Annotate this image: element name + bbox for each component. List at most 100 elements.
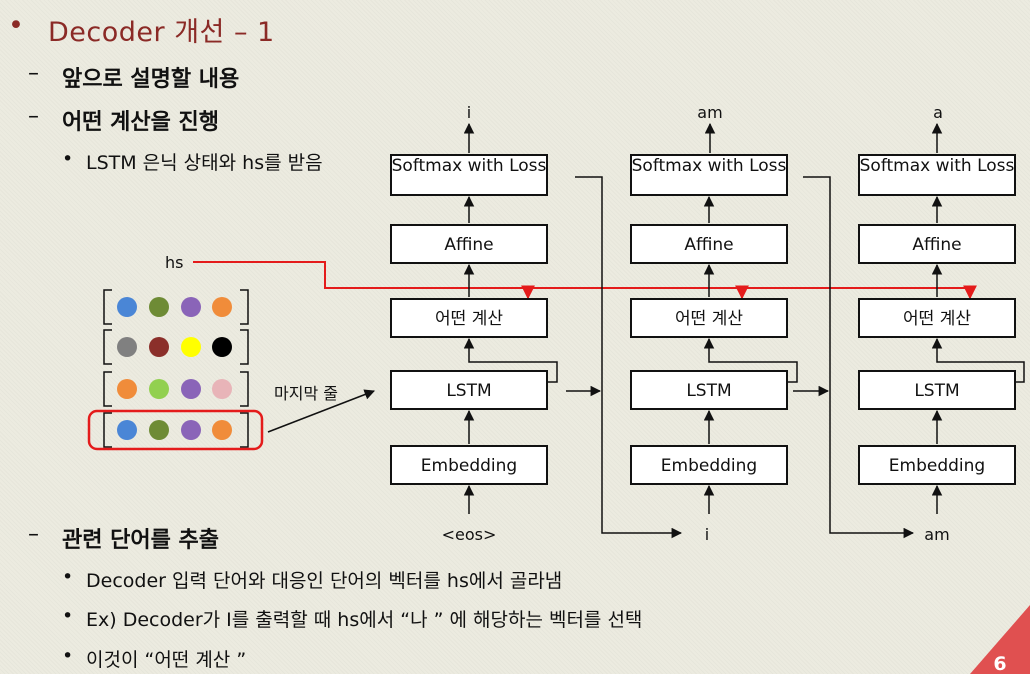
dash-marker: –: [28, 104, 39, 129]
matrix-dot: [149, 379, 169, 399]
bullet-2-sub-text: LSTM 은닉 상태와 hs를 받음: [86, 152, 323, 174]
feedback-2-arrow: [803, 176, 915, 539]
hs-line: [193, 261, 972, 289]
matrix-dot: [212, 420, 232, 440]
embedding-label: Embedding: [661, 456, 757, 476]
matrix-dot: [212, 297, 232, 317]
matrix-dot: [149, 297, 169, 317]
feedback-1-arrow: [575, 176, 683, 539]
hs-label: hs: [165, 253, 183, 272]
lstm-label: LSTM: [446, 381, 491, 401]
input-word-1: <eos>: [442, 525, 497, 544]
output-word-1: i: [467, 103, 471, 122]
dot-marker: •: [62, 605, 74, 627]
matrix-bracket-left: [103, 371, 112, 407]
matrix-dot: [117, 379, 137, 399]
hs-matrix: [103, 289, 249, 448]
matrix-dot: [117, 420, 137, 440]
matrix-dot: [181, 337, 201, 357]
page-corner: [970, 605, 1030, 674]
bullet-2-sub: • LSTM 은닉 상태와 hs를 받음: [62, 148, 323, 175]
lstm-to-calc-arrow: [703, 337, 798, 383]
softmax-box: [858, 154, 1016, 196]
embedding-box: [630, 445, 788, 485]
lstm-label: LSTM: [914, 381, 959, 401]
affine-label: Affine: [912, 235, 961, 255]
dash-marker: –: [28, 522, 39, 547]
bullet-3-sub-2: • Ex) Decoder가 I를 출력할 때 hs에서 “나 ” 에 해당하는…: [62, 605, 643, 632]
dash-marker: –: [28, 61, 39, 86]
affine-box: [630, 224, 788, 264]
calc-box: [630, 298, 788, 338]
column-3: a Softmax with Loss Affine 어떤 계산 LSTM Em…: [858, 103, 1025, 544]
calc-label: 어떤 계산: [675, 309, 743, 329]
bullet-3: – 관련 단어를 추출: [28, 522, 219, 554]
matrix-bracket-left: [103, 329, 112, 365]
affine-label: Affine: [444, 235, 493, 255]
last-row-label: 마지막 줄: [274, 384, 338, 403]
input-word-2: i: [705, 525, 709, 544]
matrix-bracket-left: [103, 412, 112, 448]
softmax-label: Softmax with Loss: [392, 156, 547, 176]
input-word-3: am: [924, 525, 949, 544]
matrix-dot: [149, 337, 169, 357]
softmax-label: Softmax with Loss: [632, 156, 787, 176]
output-word-3: a: [933, 103, 943, 122]
embedding-label: Embedding: [889, 456, 985, 476]
column-2: am Softmax with Loss Affine 어떤 계산 LSTM E…: [630, 103, 798, 544]
bullet-1-text: 앞으로 설명할 내용: [62, 67, 240, 92]
softmax-label: Softmax with Loss: [860, 156, 1015, 176]
affine-box: [390, 224, 548, 264]
dot-marker: •: [62, 148, 74, 170]
bullet-3-text: 관련 단어를 추출: [62, 528, 219, 553]
lstm-box: [630, 370, 788, 410]
matrix-bracket-right: [240, 412, 249, 448]
bullet-2: – 어떤 계산을 진행: [28, 104, 219, 136]
bullet-3-sub-1-text: Decoder 입력 단어와 대응인 단어의 벡터를 hs에서 골라냄: [86, 570, 563, 592]
last-row-arrow: [267, 389, 375, 433]
lstm-box: [390, 370, 548, 410]
matrix-dot: [181, 379, 201, 399]
softmax-box: [630, 154, 788, 196]
embedding-box: [390, 445, 548, 485]
bullet-2-text: 어떤 계산을 진행: [62, 110, 219, 135]
output-word-2: am: [697, 103, 722, 122]
column-1: i Softmax with Loss Affine 어떤 계산 LSTM Em…: [390, 103, 558, 544]
matrix-bracket-right: [240, 289, 249, 325]
calc-box: [390, 298, 548, 338]
matrix-bracket-right: [240, 329, 249, 365]
embedding-box: [858, 445, 1016, 485]
last-row-highlight: [87, 409, 264, 451]
matrix-dot: [181, 297, 201, 317]
affine-label: Affine: [684, 235, 733, 255]
bullet-3-sub-1: • Decoder 입력 단어와 대응인 단어의 벡터를 hs에서 골라냄: [62, 566, 563, 593]
bullet-1: – 앞으로 설명할 내용: [28, 61, 240, 93]
affine-box: [858, 224, 1016, 264]
matrix-dot: [117, 337, 137, 357]
matrix-dot: [149, 420, 169, 440]
dot-marker: •: [62, 645, 74, 667]
matrix-dot: [212, 379, 232, 399]
page-number: 6: [993, 653, 1006, 674]
calc-box: [858, 298, 1016, 338]
matrix-dot: [181, 420, 201, 440]
softmax-box: [390, 154, 548, 196]
bullet-3-sub-2-text: Ex) Decoder가 I를 출력할 때 hs에서 “나 ” 에 해당하는 벡…: [86, 609, 643, 631]
lstm-box: [858, 370, 1016, 410]
calc-label: 어떤 계산: [903, 309, 971, 329]
matrix-dot: [212, 337, 232, 357]
matrix-bracket-left: [103, 289, 112, 325]
lstm-to-calc-arrow: [931, 337, 1025, 383]
matrix-dot: [117, 297, 137, 317]
dot-marker: •: [62, 566, 74, 588]
calc-label: 어떤 계산: [435, 309, 503, 329]
slide-title: Decoder 개선 – 1: [48, 17, 275, 48]
lstm-to-calc-arrow: [463, 337, 558, 383]
lstm-label: LSTM: [686, 381, 731, 401]
title-bullet: •: [8, 10, 24, 41]
matrix-bracket-right: [240, 371, 249, 407]
bullet-3-sub-3: • 이것이 “어떤 계산 ”: [62, 645, 247, 672]
embedding-label: Embedding: [421, 456, 517, 476]
bullet-3-sub-3-text: 이것이 “어떤 계산 ”: [86, 649, 247, 671]
